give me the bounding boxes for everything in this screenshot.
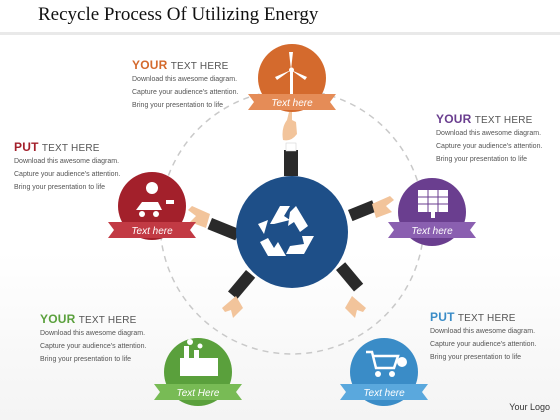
node-bottom-right-ribbon <box>340 384 428 400</box>
node-right-ribbon <box>388 222 476 238</box>
arm-top <box>282 112 298 176</box>
block-right-heading: TEXT HERE <box>474 115 533 126</box>
text-block-left: PUT TEXT HERE Download this awesome diag… <box>14 140 120 193</box>
block-left-line-2: Capture your audience's attention. <box>14 171 121 178</box>
factory-icon <box>180 339 218 376</box>
block-top-heading: TEXT HERE <box>170 61 229 72</box>
block-bottom-right-line-2: Capture your audience's attention. <box>430 341 537 348</box>
wind-turbine-icon <box>275 52 307 94</box>
recycle-icon <box>258 206 314 256</box>
node-top-ribbon <box>248 94 336 110</box>
block-left-keyword: PUT <box>14 140 39 154</box>
block-top-line-3: Bring your presentation to life <box>132 102 224 109</box>
node-bottom-left: Text Here <box>154 338 242 406</box>
shopping-cart-icon <box>366 350 407 377</box>
block-top-line-1: Download this awesome diagram. <box>132 76 238 83</box>
block-bottom-left-line-1: Download this awesome diagram. <box>40 330 146 337</box>
electric-car-icon <box>136 182 174 217</box>
block-bottom-left-line-2: Capture your audience's attention. <box>40 343 147 350</box>
text-block-bottom-right: PUT TEXT HERE Download this awesome diag… <box>430 310 536 363</box>
block-left-line-1: Download this awesome diagram. <box>14 158 120 165</box>
node-bottom-right-label: Text here <box>363 388 405 399</box>
block-left-line-3: Bring your presentation to life <box>14 184 106 191</box>
center-circle <box>236 176 348 288</box>
solar-panel-icon <box>418 190 448 218</box>
node-top: Text here <box>248 44 336 112</box>
text-block-bottom-left: YOUR TEXT HERE Download this awesome dia… <box>40 312 146 365</box>
block-top-keyword: YOUR <box>132 58 168 72</box>
arm-upper-right <box>348 196 394 222</box>
block-bottom-right-heading: TEXT HERE <box>457 313 516 324</box>
block-bottom-left-heading: TEXT HERE <box>78 315 137 326</box>
text-block-top: YOUR TEXT HERE Download this awesome dia… <box>132 58 238 111</box>
block-right-line-2: Capture your audience's attention. <box>436 143 543 150</box>
block-bottom-right-line-3: Bring your presentation to life <box>430 354 522 361</box>
block-right-line-1: Download this awesome diagram. <box>436 130 542 137</box>
node-left: Text here <box>108 172 196 240</box>
page-title: Recycle Process Of Utilizing Energy <box>38 4 319 25</box>
text-block-right: YOUR TEXT HERE Download this awesome dia… <box>436 112 542 165</box>
arm-lower-left <box>222 270 256 318</box>
block-bottom-right-keyword: PUT <box>430 310 455 324</box>
logo-text: Your Logo <box>509 402 550 412</box>
block-right-line-3: Bring your presentation to life <box>436 156 528 163</box>
block-bottom-left-keyword: YOUR <box>40 312 76 326</box>
arm-upper-left <box>188 206 240 241</box>
center-hub <box>236 176 348 288</box>
node-bottom-left-label: Text Here <box>177 388 220 399</box>
node-left-label: Text here <box>131 226 173 237</box>
node-top-label: Text here <box>271 98 313 109</box>
block-bottom-left-line-3: Bring your presentation to life <box>40 356 132 363</box>
block-bottom-right-line-1: Download this awesome diagram. <box>430 328 536 335</box>
block-top-line-2: Capture your audience's attention. <box>132 89 239 96</box>
node-bottom-right: Text here <box>340 338 428 406</box>
node-left-ribbon <box>108 222 196 238</box>
arm-lower-right <box>336 262 366 318</box>
node-right-label: Text here <box>411 226 453 237</box>
block-right-keyword: YOUR <box>436 112 472 126</box>
block-left-heading: TEXT HERE <box>41 143 100 154</box>
title-divider <box>0 32 560 35</box>
node-bottom-left-ribbon <box>154 384 242 400</box>
node-right: Text here <box>388 178 476 246</box>
